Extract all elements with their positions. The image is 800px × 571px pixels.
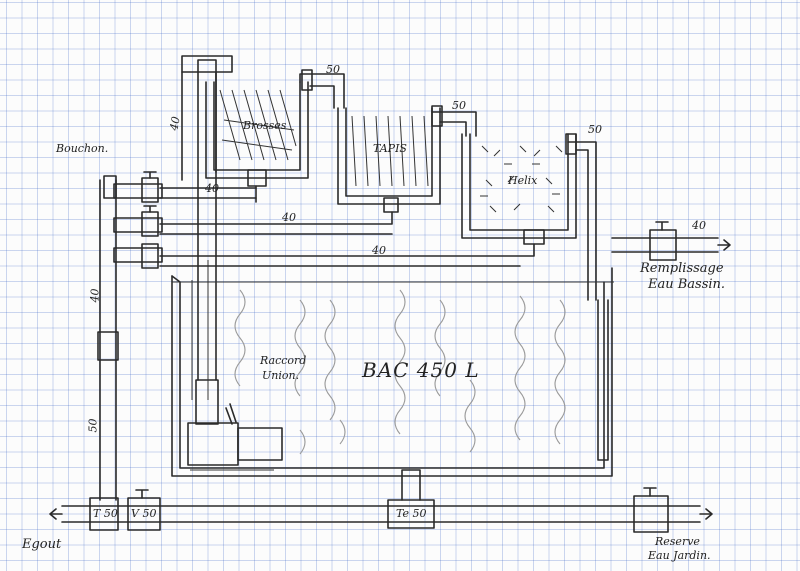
label-raccord-line1: Raccord [260, 354, 307, 367]
label-egout: Egout [22, 537, 62, 552]
dim-40-pipe1: 40 [205, 182, 219, 195]
label-remplissage-line2: Eau Bassin. [648, 277, 726, 292]
fitting-tapis [431, 105, 443, 127]
label-helix: Helix [508, 174, 538, 187]
label-reserve-line1: Reserve [655, 535, 700, 548]
pipe-helix-return [567, 141, 597, 301]
fitting-helix [565, 133, 577, 155]
label-bac: BAC 450 L [362, 358, 480, 382]
fill-inlet [611, 221, 731, 261]
main-tank [171, 267, 613, 477]
dim-riser: 40 [167, 115, 183, 132]
dim-40-drain: 40 [88, 288, 102, 303]
dim-40-fill: 40 [692, 219, 706, 232]
label-raccord-line2: Union. [262, 369, 300, 382]
dim-50-a: 50 [326, 63, 340, 76]
dim-50-c: 50 [588, 123, 602, 136]
label-remplissage-line1: Remplissage [640, 261, 724, 276]
label-brosses: Brosses [243, 119, 287, 132]
dim-50-drain: 50 [86, 418, 100, 433]
water-waves [234, 289, 566, 455]
pipe-brosses-tapis-inner [309, 85, 335, 109]
dim-50-b: 50 [452, 99, 466, 112]
pipe-tapis-helix [431, 111, 477, 137]
label-bouchon: Bouchon. [56, 142, 109, 155]
label-valve-left: V 50 [131, 507, 157, 520]
pipe-brosses-tapis [299, 73, 345, 109]
filter-brosses [205, 81, 309, 203]
label-tee-mid: Te 50 [396, 507, 427, 520]
fitting-brosses [301, 69, 313, 91]
pipe-return-tank [597, 299, 609, 461]
dim-40-pipe2: 40 [282, 211, 296, 224]
riser-pipe [181, 55, 233, 400]
label-reserve-line2: Eau Jardin. [648, 549, 711, 562]
label-tapis: TAPIS [373, 142, 407, 155]
filter-helix [461, 133, 577, 245]
left-manifold [97, 171, 163, 501]
dim-40-pipe3: 40 [372, 244, 386, 257]
label-tee-left: T 50 [93, 507, 118, 520]
bottom-pipeline [49, 469, 713, 533]
drain-pipes-40 [159, 187, 614, 283]
filter-tapis [337, 107, 441, 213]
pump [187, 379, 283, 471]
